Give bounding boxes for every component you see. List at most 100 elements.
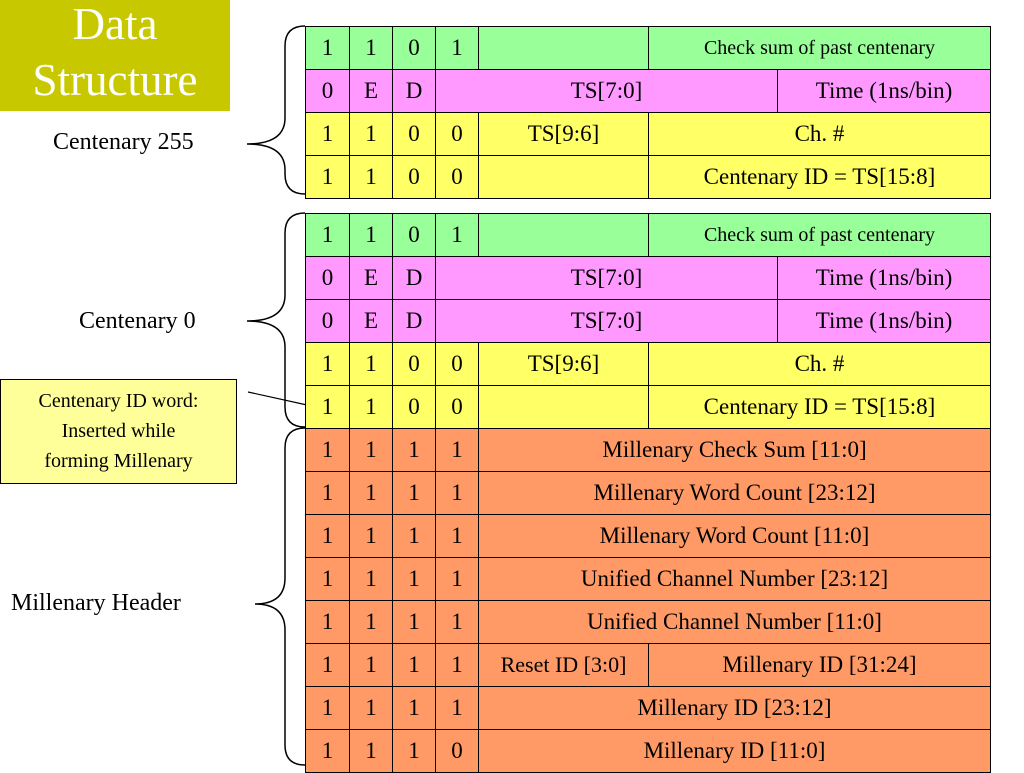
millenary-header-brace: [254, 427, 306, 766]
bit-cell: E: [349, 256, 393, 300]
field-cell: Unified Channel Number [11:0]: [478, 600, 991, 644]
millenary-header-label: Millenary Header: [11, 590, 181, 616]
bit-cell: 1: [349, 471, 393, 515]
reset-id-cell: Reset ID [3:0]: [478, 643, 649, 687]
bit-cell: 0: [435, 385, 479, 429]
table-row: 1 1 1 0 Millenary ID [11:0]: [305, 729, 991, 773]
field-cell: Unified Channel Number [23:12]: [478, 557, 991, 601]
centenary-255-label: Centenary 255: [53, 129, 194, 155]
bit-cell: 1: [435, 600, 479, 644]
table-row: 1 1 1 1 Unified Channel Number [11:0]: [305, 600, 991, 644]
bit-cell: D: [392, 256, 436, 300]
bit-cell: 1: [435, 557, 479, 601]
table-row: 1 1 1 1 Millenary Word Count [11:0]: [305, 514, 991, 558]
bit-cell: 1: [349, 213, 393, 257]
field-cell: Check sum of past centenary: [648, 213, 991, 257]
bit-cell: 0: [392, 213, 436, 257]
table-row: 0 E D TS[7:0] Time (1ns/bin): [305, 299, 991, 343]
field-cell: Millenary Word Count [23:12]: [478, 471, 991, 515]
table-row: 1 1 0 1 Check sum of past centenary: [305, 213, 991, 257]
bit-cell: 1: [392, 428, 436, 472]
bit-cell: 1: [435, 643, 479, 687]
bit-cell: 1: [435, 686, 479, 730]
field-cell: Ch. #: [648, 342, 991, 386]
note-line-1: Centenary ID word:: [38, 390, 199, 412]
bit-cell: 1: [392, 514, 436, 558]
note-line-2: Inserted while: [61, 420, 176, 442]
bit-cell: 0: [305, 69, 350, 113]
bit-cell: 1: [435, 514, 479, 558]
bit-cell: 0: [392, 385, 436, 429]
bit-cell: 1: [435, 26, 479, 70]
bit-cell: 0: [392, 26, 436, 70]
table-row: 1 1 1 1 Millenary Word Count [23:12]: [305, 471, 991, 515]
bit-cell: 0: [435, 729, 479, 773]
bit-cell: 1: [435, 428, 479, 472]
field-cell: Centenary ID = TS[15:8]: [648, 385, 991, 429]
table-row: 1 1 0 0 Centenary ID = TS[15:8]: [305, 155, 991, 199]
bit-cell: E: [349, 299, 393, 343]
bit-cell: 1: [349, 428, 393, 472]
table-row: 1 1 1 1 Millenary Check Sum [11:0]: [305, 428, 991, 472]
centenary-0-and-millenary-table: 1 1 0 1 Check sum of past centenary 0 E …: [305, 213, 991, 773]
bit-cell: 1: [392, 643, 436, 687]
blank-cell: [478, 155, 649, 199]
bit-cell: 1: [349, 155, 393, 199]
table-row: 1 1 0 0 Centenary ID = TS[15:8]: [305, 385, 991, 429]
bit-cell: 1: [349, 342, 393, 386]
title-line-2: Structure: [32, 55, 198, 105]
bit-cell: D: [392, 69, 436, 113]
field-cell: Millenary Word Count [11:0]: [478, 514, 991, 558]
field-cell: Centenary ID = TS[15:8]: [648, 155, 991, 199]
table-row: 1 1 0 0 TS[9:6] Ch. #: [305, 342, 991, 386]
timestamp-cell: TS[9:6]: [478, 342, 649, 386]
table-row: 1 1 1 1 Reset ID [3:0] Millenary ID [31:…: [305, 643, 991, 687]
timestamp-cell: TS[7:0]: [435, 69, 778, 113]
centenary-0-label: Centenary 0: [79, 308, 196, 334]
bit-cell: 0: [435, 155, 479, 199]
field-cell: Check sum of past centenary: [648, 26, 991, 70]
bit-cell: 1: [305, 729, 350, 773]
centenary-255-brace: [246, 25, 306, 195]
bit-cell: 1: [349, 729, 393, 773]
bit-cell: 1: [305, 686, 350, 730]
field-cell: Time (1ns/bin): [777, 299, 991, 343]
note-connector-line: [247, 391, 308, 406]
field-cell: Millenary ID [31:24]: [648, 643, 991, 687]
timestamp-cell: TS[7:0]: [435, 299, 778, 343]
blank-cell: [478, 213, 649, 257]
bit-cell: 1: [349, 600, 393, 644]
bit-cell: 1: [305, 428, 350, 472]
centenary-0-brace: [246, 212, 306, 428]
field-cell: Ch. #: [648, 112, 991, 156]
field-cell: Millenary ID [11:0]: [478, 729, 991, 773]
bit-cell: D: [392, 299, 436, 343]
timestamp-cell: TS[7:0]: [435, 256, 778, 300]
centenary-255-table: 1 1 0 1 Check sum of past centenary 0 E …: [305, 26, 991, 199]
bit-cell: 1: [349, 643, 393, 687]
bit-cell: 1: [305, 557, 350, 601]
table-row: 1 1 1 1 Unified Channel Number [23:12]: [305, 557, 991, 601]
bit-cell: 0: [392, 342, 436, 386]
table-row: 1 1 0 1 Check sum of past centenary: [305, 26, 991, 70]
bit-cell: 1: [349, 686, 393, 730]
centenary-id-note: Centenary ID word: Inserted while formin…: [0, 379, 237, 484]
bit-cell: 1: [349, 26, 393, 70]
bit-cell: 1: [392, 557, 436, 601]
bit-cell: 0: [435, 342, 479, 386]
bit-cell: 1: [305, 342, 350, 386]
bit-cell: 1: [305, 471, 350, 515]
field-cell: Millenary Check Sum [11:0]: [478, 428, 991, 472]
bit-cell: 1: [305, 26, 350, 70]
bit-cell: 1: [392, 471, 436, 515]
table-row: 1 1 1 1 Millenary ID [23:12]: [305, 686, 991, 730]
field-cell: Time (1ns/bin): [777, 256, 991, 300]
bit-cell: 1: [435, 471, 479, 515]
bit-cell: E: [349, 69, 393, 113]
bit-cell: 1: [305, 514, 350, 558]
table-row: 0 E D TS[7:0] Time (1ns/bin): [305, 256, 991, 300]
table-row: 0 E D TS[7:0] Time (1ns/bin): [305, 69, 991, 113]
title-line-1: Data: [72, 0, 158, 49]
bit-cell: 1: [435, 213, 479, 257]
